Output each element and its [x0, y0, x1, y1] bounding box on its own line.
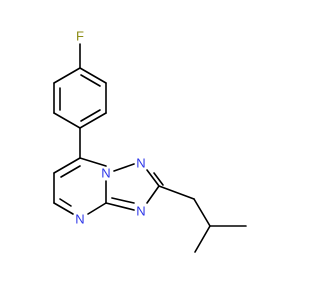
- bond: [105, 202, 135, 211]
- isobutyl-chain: [158, 185, 247, 253]
- bond: [146, 169, 160, 187]
- bond: [113, 163, 135, 172]
- bond: [79, 67, 107, 84]
- bond: [80, 74, 101, 87]
- bond: [59, 198, 72, 207]
- atom-fluorine-label: F: [76, 29, 84, 44]
- bond: [153, 172, 164, 186]
- atom-nitrogen-label: N: [101, 166, 110, 181]
- triazole-ring: [105, 163, 164, 211]
- atom-nitrogen-label: N: [136, 204, 145, 219]
- bond: [193, 198, 211, 227]
- molecule-structure: F N N N N: [53, 29, 247, 253]
- bond: [53, 157, 81, 174]
- bond: [111, 197, 135, 204]
- atom-nitrogen-label: N: [75, 212, 84, 227]
- bond: [79, 112, 107, 129]
- bond: [53, 67, 81, 84]
- bond: [194, 225, 211, 253]
- bond: [158, 185, 195, 200]
- bond: [80, 109, 101, 122]
- atom-nitrogen-label: N: [136, 156, 145, 171]
- fluorophenyl-ring: [53, 67, 107, 129]
- bond: [60, 165, 81, 178]
- bond: [146, 185, 160, 204]
- bond: [87, 202, 107, 215]
- pyrimidine-ring: [53, 157, 107, 215]
- bond: [79, 157, 107, 167]
- bond: [53, 112, 81, 129]
- bond: [53, 202, 74, 215]
